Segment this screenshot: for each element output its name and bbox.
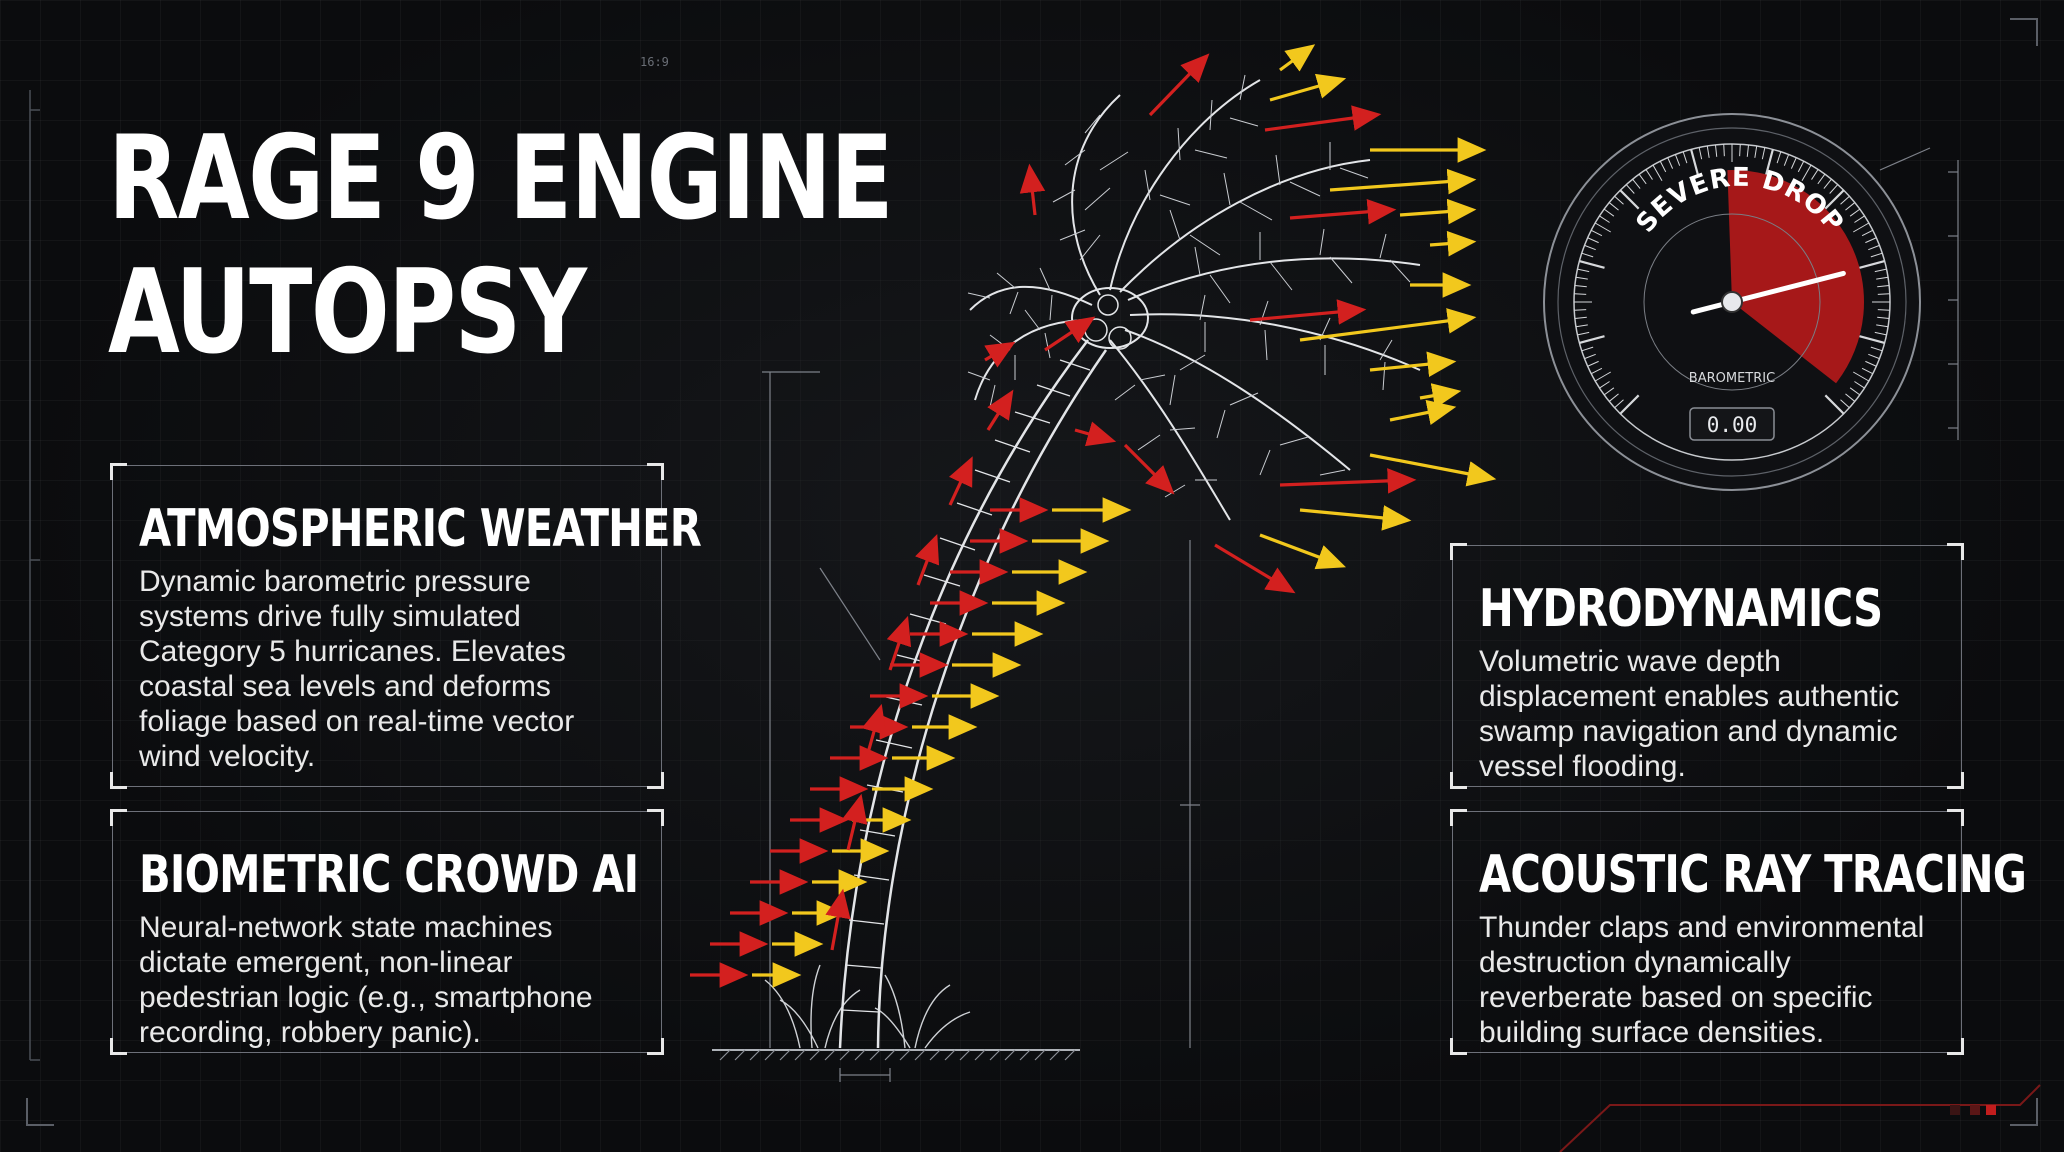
gauge-needle bbox=[1690, 270, 1846, 315]
panel-heading: ATMOSPHERIC WEATHER bbox=[139, 499, 702, 559]
frame-corner bbox=[26, 1098, 54, 1126]
panel-heading: ACOUSTIC RAY TRACING bbox=[1479, 845, 2027, 905]
wind-arrow-icon bbox=[825, 888, 851, 951]
wind-arrow-icon bbox=[1123, 443, 1175, 495]
wind-arrow-icon bbox=[1429, 230, 1477, 257]
ground-hatch bbox=[719, 1049, 1076, 1061]
wind-arrow-icon bbox=[1074, 421, 1117, 447]
panel-body: Neural-network state machines dictate em… bbox=[139, 911, 593, 1049]
wind-arrow-icon bbox=[1369, 351, 1457, 377]
wind-arrow-icon bbox=[1399, 198, 1477, 225]
wind-arrow-icon bbox=[948, 456, 973, 506]
hydrodynamics-panel: HYDRODYNAMICS Volumetric wave depth disp… bbox=[1450, 543, 1964, 789]
grass-icon bbox=[764, 964, 971, 1049]
panel-body: Volumetric wave depth displacement enabl… bbox=[1479, 645, 1900, 783]
wind-arrow-icon bbox=[1259, 533, 1346, 570]
wind-arrow-icon bbox=[1249, 299, 1367, 325]
panel-heading: BIOMETRIC CROWD AI bbox=[139, 845, 639, 905]
wind-arrow-icon bbox=[1289, 199, 1397, 225]
gauge-readout-box bbox=[1689, 407, 1775, 441]
acoustic-ray-tracing-panel: ACOUSTIC RAY TRACING Thunder claps and e… bbox=[1450, 809, 2027, 1055]
biometric-crowd-ai-panel: BIOMETRIC CROWD AI Neural-network state … bbox=[110, 809, 664, 1055]
wind-arrow-icon bbox=[984, 341, 1016, 368]
page-title: RAGE 9 ENGINE AUTOPSY bbox=[108, 111, 894, 380]
wind-arrow-icon bbox=[1279, 44, 1316, 72]
status-dot bbox=[1950, 1105, 1960, 1115]
barometer-gauge-icon: SEVERE DROP BAROMETRIC 0.00 bbox=[1543, 113, 1959, 491]
aspect-label: 16:9 bbox=[640, 55, 669, 69]
wind-arrows bbox=[690, 44, 1497, 988]
wind-arrow-icon bbox=[1329, 168, 1477, 195]
frame-corner bbox=[2010, 18, 2038, 46]
wind-arrow-icon bbox=[1299, 505, 1412, 531]
gauge-hub bbox=[1721, 291, 1743, 313]
panel-body: Dynamic barometric pressure systems driv… bbox=[139, 565, 575, 773]
panel-heading: HYDRODYNAMICS bbox=[1479, 579, 1883, 639]
wind-arrow-icon bbox=[1019, 163, 1046, 216]
status-dot bbox=[1970, 1105, 1980, 1115]
wind-arrow-icon bbox=[1299, 308, 1477, 342]
title-line-2: AUTOPSY bbox=[108, 245, 587, 380]
panel-body: Thunder claps and environmental destruct… bbox=[1479, 911, 1925, 1049]
status-dot bbox=[1986, 1105, 1996, 1115]
wind-arrow-icon bbox=[1279, 468, 1417, 494]
wind-arrow-icon bbox=[861, 703, 887, 761]
wind-arrow-icon bbox=[1148, 53, 1210, 117]
wind-arrow-icon bbox=[886, 615, 912, 671]
wind-arrow-icon bbox=[1369, 453, 1497, 487]
left-ruler bbox=[29, 90, 40, 1061]
wind-arrow-icon bbox=[986, 389, 1014, 431]
measurement-lines bbox=[762, 371, 1200, 1082]
frame-corner bbox=[2010, 1098, 2038, 1126]
wind-arrow-icon bbox=[1044, 316, 1096, 352]
title-line-1: RAGE 9 ENGINE bbox=[108, 111, 894, 246]
gauge-readout: 0.00 bbox=[1707, 413, 1758, 437]
gauge-label: BAROMETRIC bbox=[1689, 371, 1775, 386]
bottom-circuit bbox=[1559, 1084, 2041, 1152]
wind-arrow-icon bbox=[915, 534, 940, 586]
wind-arrow-icon bbox=[842, 793, 868, 851]
wind-arrow-icon bbox=[1389, 399, 1457, 425]
atmospheric-weather-panel: ATMOSPHERIC WEATHER Dynamic barometric p… bbox=[110, 463, 702, 789]
wind-arrow-icon bbox=[1264, 105, 1382, 132]
wind-arrow-icon bbox=[1419, 383, 1462, 409]
wind-arrow-icon bbox=[1214, 543, 1296, 594]
wind-arrow-icon bbox=[1269, 73, 1347, 102]
